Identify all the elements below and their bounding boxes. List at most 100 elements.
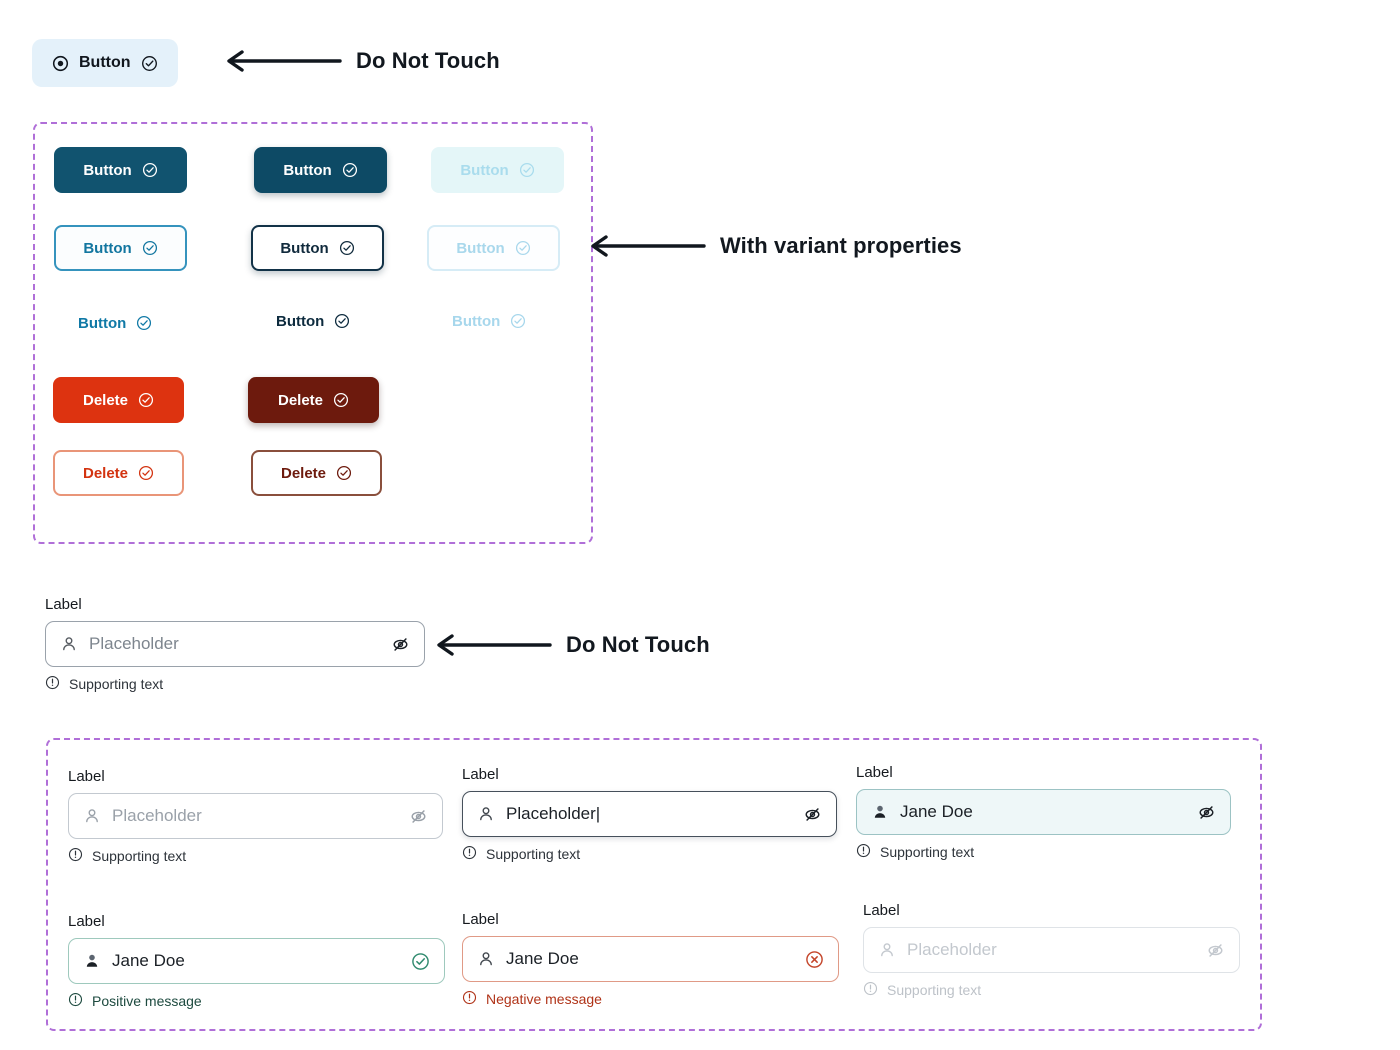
info-circle-icon [462,845,477,863]
field-supporting-label: Negative message [486,991,602,1007]
text-input-value: Placeholder [112,806,202,825]
button-label: Delete [280,464,327,482]
button-label: Button [276,312,325,330]
field-supporting-label: Supporting text [486,846,581,862]
text-input-value: Jane Doe [506,949,579,968]
person-filled-icon [871,803,889,821]
field-label: Label [68,913,105,930]
button-primary-default[interactable]: Button [54,147,187,193]
field-label: Label [68,768,105,785]
person-icon [60,635,78,653]
button-delete-outlined-default[interactable]: Delete [53,450,184,496]
annotation-label: Do Not Touch [566,632,710,657]
check-circle-icon [339,240,355,256]
field-variant-error: Label Jane Doe Negative message [462,911,839,1008]
field-label: Label [863,902,900,919]
button-delete-outlined-hover[interactable]: Delete [251,450,382,496]
text-input[interactable]: Jane Doe [462,936,839,982]
target-icon [52,55,69,72]
button-ghost-default[interactable]: Button [72,300,158,346]
info-circle-icon [68,847,83,865]
check-circle-icon [519,162,535,178]
text-input[interactable]: Jane Doe [856,789,1231,835]
check-circle-icon [336,465,352,481]
field-variant-default: Label Placeholder Supporting text [68,768,443,865]
button-label: Button [456,239,505,257]
button-label: Button [283,161,332,179]
text-input-value: Placeholder [907,940,997,959]
field-variant-focus: Label Placeholder| Supporting text [462,766,837,863]
text-input[interactable]: Placeholder [68,793,443,839]
text-input[interactable]: Jane Doe [68,938,445,984]
button-delete-hover[interactable]: Delete [248,377,379,423]
left-arrow-icon [437,634,552,656]
field-variant-disabled: Label Placeholder Supporting text [863,902,1240,999]
eye-off-icon[interactable] [391,635,410,654]
button-primary-disabled: Button [431,147,564,193]
text-input: Placeholder [863,927,1240,973]
annotation-do-not-touch-field: Do Not Touch [432,632,710,658]
eye-off-icon[interactable] [409,807,428,826]
field-variants-frame [46,738,1262,1031]
button-variants-frame [33,122,593,544]
button-delete-default[interactable]: Delete [53,377,184,423]
field-supporting-text: Supporting text [45,675,425,693]
left-arrow-icon [227,50,342,72]
button-label: Button [280,239,329,257]
annotation-label: Do Not Touch [356,48,500,73]
text-input[interactable]: Placeholder [45,621,425,667]
check-circle-icon [136,315,152,331]
button-label: Button [78,314,127,332]
field-label: Label [856,764,893,781]
field-supporting-label: Positive message [92,993,202,1009]
info-circle-icon [863,981,878,999]
do-not-touch-field: Label Placeholder Supporting te [45,596,425,693]
field-supporting-label: Supporting text [880,844,975,860]
field-supporting-text: Supporting text [68,847,443,865]
check-circle-icon[interactable] [411,952,430,971]
text-input[interactable]: Placeholder| [462,791,837,837]
check-circle-icon [334,313,350,329]
check-circle-icon [333,392,349,408]
eye-off-icon[interactable] [803,805,822,824]
button-label: Delete [277,391,324,409]
button-label: Button [460,161,509,179]
button-ghost-hover[interactable]: Button [270,298,356,344]
button-label: Delete [82,391,129,409]
annotation-do-not-touch-button: Do Not Touch [222,48,500,74]
button-label: Button [83,161,132,179]
field-supporting-text: Supporting text [856,843,1231,861]
button-ghost-disabled: Button [446,298,532,344]
check-circle-icon [515,240,531,256]
person-filled-icon [83,952,101,970]
person-icon [83,807,101,825]
eye-off-icon[interactable] [1197,803,1216,822]
x-circle-icon[interactable] [805,950,824,969]
field-supporting-label: Supporting text [887,982,982,998]
info-circle-icon [856,843,871,861]
check-circle-icon [510,313,526,329]
info-circle-icon [45,675,60,693]
check-circle-icon [141,55,158,72]
button-label: Button [452,312,501,330]
person-icon [477,950,495,968]
button-outlined-hover[interactable]: Button [251,225,384,271]
text-input-value: Jane Doe [112,951,185,970]
button-label: Delete [82,464,129,482]
field-label: Label [45,596,82,613]
text-input-value: Placeholder [89,634,179,653]
annotation-label: With variant properties [720,233,962,258]
button-outlined-default[interactable]: Button [54,225,187,271]
check-circle-icon [138,465,154,481]
check-circle-icon [138,392,154,408]
info-circle-icon [68,992,83,1010]
field-supporting-label: Supporting text [69,676,164,692]
field-label: Label [462,911,499,928]
field-supporting-label: Supporting text [92,848,187,864]
do-not-touch-button-label: Button [79,54,131,71]
person-icon [878,941,896,959]
do-not-touch-button[interactable]: Button [32,39,178,87]
button-primary-hover[interactable]: Button [254,147,387,193]
field-label: Label [462,766,499,783]
